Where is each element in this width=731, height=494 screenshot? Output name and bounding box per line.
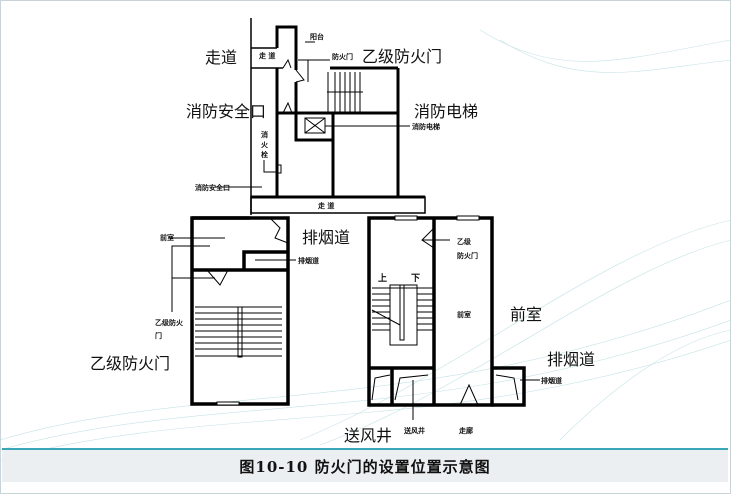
label-anteroom: 前室	[510, 305, 543, 324]
figure-caption: 图10-10 防火门的设置位置示意图	[239, 458, 491, 476]
small-label-balcony: 阳台	[310, 33, 324, 41]
upper-building	[250, 18, 426, 215]
small-label-fire-door: 防火门	[332, 53, 353, 61]
small-label-air-shaft: 送风井	[404, 427, 425, 435]
small-label-class-b-door-right-b: 防火门	[457, 252, 478, 260]
label-class-b-fire-door-top: 乙级防火门	[362, 47, 443, 66]
small-label-class-b-door-left-b: 门	[155, 332, 162, 340]
label-air-supply-shaft: 送风井	[344, 426, 393, 445]
small-label-anteroom-left: 前室	[160, 234, 174, 242]
lower-right-building	[367, 216, 526, 407]
lower-left-building	[190, 216, 290, 406]
label-fire-elevator: 消防电梯	[414, 102, 479, 121]
label-smoke-shaft-right: 排烟道	[547, 350, 596, 369]
small-label-down: 下	[411, 274, 421, 284]
small-label-smoke-shaft-right: 排烟道	[541, 377, 562, 385]
label-fire-exit: 消防安全口	[186, 102, 267, 121]
small-label-hydrant: 消火栓	[261, 131, 268, 159]
label-class-b-fire-door-left: 乙级防火门	[90, 354, 171, 373]
small-label-class-b-door-right-a: 乙级	[457, 238, 471, 246]
small-label-fire-elevator: 消防电梯	[412, 123, 440, 131]
small-label-up: 上	[378, 274, 388, 284]
small-label-fire-exit: 消防安全口	[195, 184, 230, 192]
caption-bar: 图10-10 防火门的设置位置示意图	[2, 448, 728, 482]
label-smoke-shaft-mid: 排烟道	[302, 228, 351, 247]
small-label-corridor-b: 走 道	[318, 202, 335, 210]
small-label-smoke-shaft-left: 排烟道	[298, 257, 319, 265]
small-label-hallway: 走廊	[459, 427, 473, 435]
label-corridor: 走道	[205, 48, 238, 67]
small-label-anteroom-right: 前室	[457, 311, 471, 319]
small-label-corridor-a: 走 道	[259, 52, 276, 60]
small-label-class-b-door-left-a: 乙级防火	[155, 319, 183, 327]
